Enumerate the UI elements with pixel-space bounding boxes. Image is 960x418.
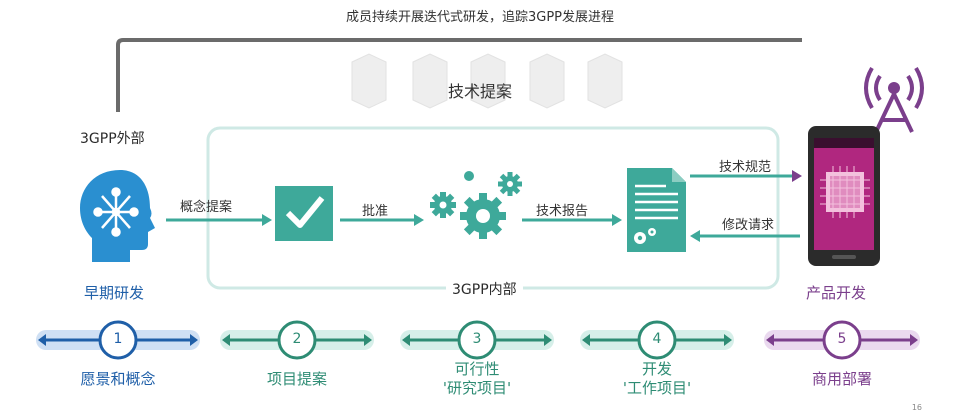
stage-1-label: 愿景和概念 (38, 370, 198, 389)
stage-2-circle (277, 320, 317, 360)
stage-3-label-line-1: 可行性 (454, 360, 500, 378)
stage-1-label-line: 愿景和概念 (80, 370, 156, 388)
top-caption: 成员持续开展迭代式研发，追踪3GPP发展进程 (345, 10, 615, 25)
spec-arrows (690, 170, 802, 242)
stage-5-label-line: 商用部署 (811, 370, 872, 388)
external-3gpp-label: 3GPP外部 (80, 131, 145, 147)
gears-icon (430, 171, 522, 239)
stage-4-label-line-2: '工作项目' (622, 379, 692, 397)
stage-3-label-line-2: '研究项目' (442, 379, 512, 397)
early-rd-label: 早期研发 (84, 284, 145, 302)
head-network-icon (80, 170, 155, 262)
flow-arrows (166, 214, 622, 226)
tech-proposal-hexagons (351, 53, 623, 109)
stage-4-circle (637, 320, 677, 360)
stage-2-label-line: 项目提案 (266, 370, 327, 388)
stage-2-label: 项目提案 (217, 370, 377, 389)
stage-3-label: 可行性 '研究项目' (397, 360, 557, 398)
tech-report-label: 技术报告 (536, 204, 589, 219)
stage-3-number: 3 (472, 331, 482, 347)
tech-spec-label: 技术规范 (719, 160, 772, 175)
stage-2-number: 2 (292, 331, 302, 347)
concept-proposal-label: 概念提案 (180, 200, 233, 215)
stage-4-label: 开发 '工作项目' (577, 360, 737, 398)
document-gear-icon (627, 168, 686, 252)
tech-proposal-label: 技术提案 (448, 82, 513, 101)
antenna-icon (864, 66, 924, 133)
change-request-label: 修改请求 (722, 218, 775, 233)
feedback-loop-line (116, 38, 802, 112)
stage-4-number: 4 (652, 331, 662, 347)
stage-5-circle (822, 320, 862, 360)
stage-3-circle (457, 320, 497, 360)
product-dev-label: 产品开发 (806, 284, 867, 302)
page-number: 16 (911, 403, 922, 412)
stage-5-number: 5 (837, 331, 847, 347)
stage-5-label: 商用部署 (762, 370, 922, 389)
stage-1-number: 1 (113, 331, 123, 347)
checkbox-icon (275, 186, 333, 241)
stage-1-circle (98, 320, 138, 360)
approve-label: 批准 (362, 204, 389, 219)
timeline (36, 320, 920, 360)
stage-4-label-line-1: 开发 (641, 360, 672, 378)
smartphone-icon (808, 126, 880, 266)
internal-3gpp-label: 3GPP内部 (446, 279, 523, 299)
